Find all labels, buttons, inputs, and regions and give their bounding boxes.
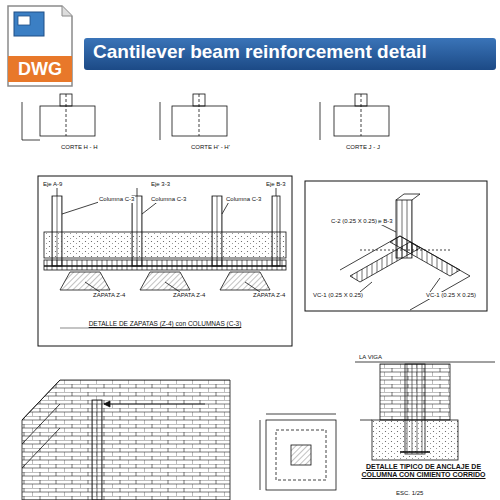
annotation: Columna C-3 [225, 196, 262, 203]
title-text: Cantilever beam reinforcement detail [92, 42, 428, 63]
annotation: ESC. 1/25 [395, 490, 424, 497]
annotation: Eje A-9 [42, 181, 63, 188]
annotation: Columna C-3 [150, 196, 187, 203]
annotation: C-2 (0.25 X 0.25) [330, 218, 378, 225]
detail-title: DETALLE TIPICO DE ANCLAJE DE COLUMNA CON… [350, 463, 497, 478]
file-type-tag: DWG [8, 56, 72, 82]
annotation: LA VIGA [358, 354, 383, 361]
node-text: DETALLE DE ZAPATAS (Z-4) con COLUMNAS (C… [40, 320, 290, 327]
detail-caption: DETALLE DE ZAPATAS (Z-4) con COLUMNAS (C… [40, 320, 290, 332]
section-label: CORTE H - H [60, 144, 99, 151]
annotation: ZAPATA Z-4 [252, 292, 286, 299]
annotation: Columna C-3 [98, 196, 135, 203]
section-label: CORTE H' - H' [190, 144, 231, 151]
annotation: Eje 3-3 [150, 181, 171, 188]
annotation: VC-1 (0.25 X 0.25) [312, 292, 364, 299]
annotation: ZAPATA Z-4 [92, 292, 126, 299]
annotation: Eje B-3 [265, 181, 287, 188]
section-label: CORTE J - J [345, 144, 381, 151]
annotation: VC-1 (0.25 X 0.25) [425, 292, 477, 299]
node-text: DWG [8, 56, 72, 82]
annotation: ZAPATA Z-4 [172, 292, 206, 299]
